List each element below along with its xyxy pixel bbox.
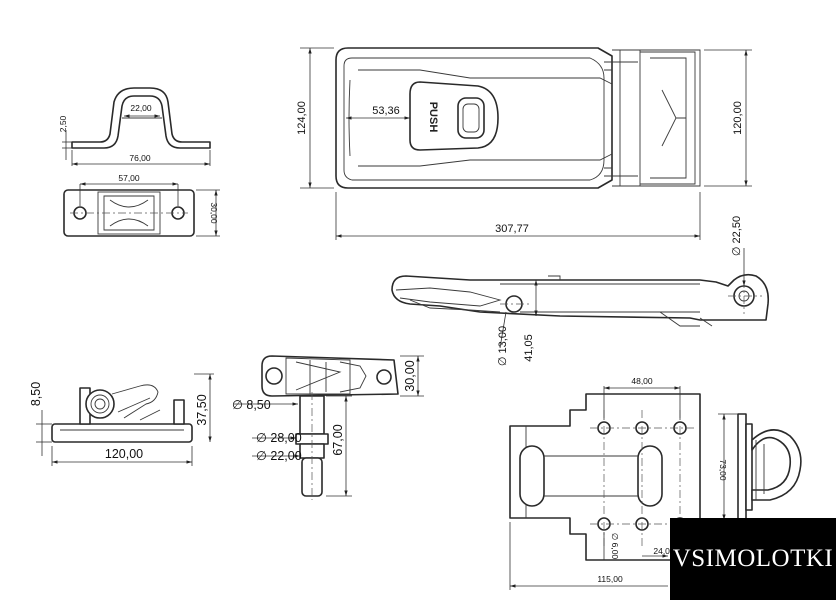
dim-pivot-diameter: ∅ 13,00: [497, 326, 509, 366]
dim-bracket-width: 115,00: [597, 574, 623, 584]
dim-length: 307,77: [495, 223, 529, 235]
bracket-view: 48,00 ∅ 6,00 24,00 115,00: [509, 376, 701, 590]
top-view-dimensions: 307,77 124,00 120,00 53,36: [296, 47, 752, 240]
latch-side-view: ∅ 22,50 ∅ 13,00 41,05: [391, 216, 770, 366]
dim-loop-height: 73,00: [718, 459, 728, 481]
bracket-loop-view: 73,00: [718, 413, 802, 521]
latch-pin-view: ∅ 8,50 ∅ 28,00 ∅ 22,00 67,00 30,00: [232, 355, 424, 500]
dim-staple-hole-spacing: 57,00: [118, 173, 140, 183]
dim-pin-d3: ∅ 22,00: [256, 449, 302, 463]
dim-front-width: 120,00: [105, 447, 143, 461]
dim-staple-base: 76,00: [129, 153, 151, 163]
dim-height-inner: 120,00: [732, 101, 744, 135]
dim-staple-plate-height: 30,00: [209, 202, 219, 224]
dim-front-height-total: 37,50: [195, 394, 209, 425]
dim-eye-diameter: ∅ 22,50: [731, 216, 743, 256]
dim-pin-d2: ∅ 28,00: [256, 431, 302, 445]
dim-head-height: 30,00: [403, 360, 417, 391]
staple-top-view: 57,00 30,00: [63, 173, 220, 237]
dim-height-outer: 124,00: [296, 101, 308, 135]
dim-pin-d1: ∅ 8,50: [232, 398, 271, 412]
dim-bracket-hole-spacing: 48,00: [631, 376, 653, 386]
dim-side-height: 41,05: [523, 334, 535, 362]
dim-button-offset: 53,36: [372, 105, 400, 117]
dim-pin-length: 67,00: [331, 424, 345, 455]
brand-watermark: VSIMOLOTKI: [670, 518, 836, 600]
dim-staple-thickness: 2,50: [58, 115, 68, 132]
dim-bracket-hole-diameter: ∅ 6,00: [610, 533, 620, 560]
dim-front-height-small: 8,50: [29, 382, 43, 406]
dim-staple-inner: 22,00: [130, 103, 152, 113]
latch-top-view: PUSH: [335, 47, 701, 189]
staple-side-view: 22,00 76,00 2,50: [58, 87, 211, 166]
push-label: PUSH: [427, 102, 439, 133]
dim-bracket-offset: 24,00: [653, 546, 675, 556]
latch-front-view: 120,00 8,50 37,50: [29, 373, 214, 466]
